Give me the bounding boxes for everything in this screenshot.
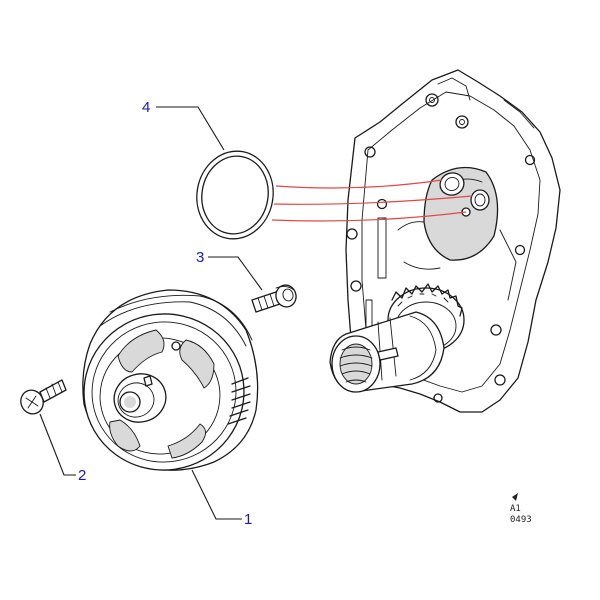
reference-mark-icon bbox=[512, 493, 518, 501]
threaded-shaft bbox=[329, 311, 445, 393]
bolt-3 bbox=[251, 284, 297, 313]
housing-cover bbox=[329, 69, 561, 413]
callout-1-number: 1 bbox=[244, 511, 252, 528]
callout-2: 2 bbox=[39, 413, 86, 484]
pulley bbox=[82, 289, 259, 471]
callout-3-number: 3 bbox=[196, 249, 204, 266]
callout-4: 4 bbox=[142, 99, 225, 151]
reference-code: A1 0493 bbox=[510, 493, 532, 525]
callout-2-number: 2 bbox=[78, 467, 86, 484]
reference-line-2: 0493 bbox=[510, 515, 532, 525]
callout-3: 3 bbox=[196, 249, 263, 291]
o-ring bbox=[196, 150, 274, 240]
assembly-lines bbox=[271, 179, 473, 222]
bolt-2 bbox=[20, 379, 67, 415]
reference-line-1: A1 bbox=[510, 504, 521, 514]
callout-1: 1 bbox=[191, 469, 252, 528]
callout-4-number: 4 bbox=[142, 99, 150, 116]
